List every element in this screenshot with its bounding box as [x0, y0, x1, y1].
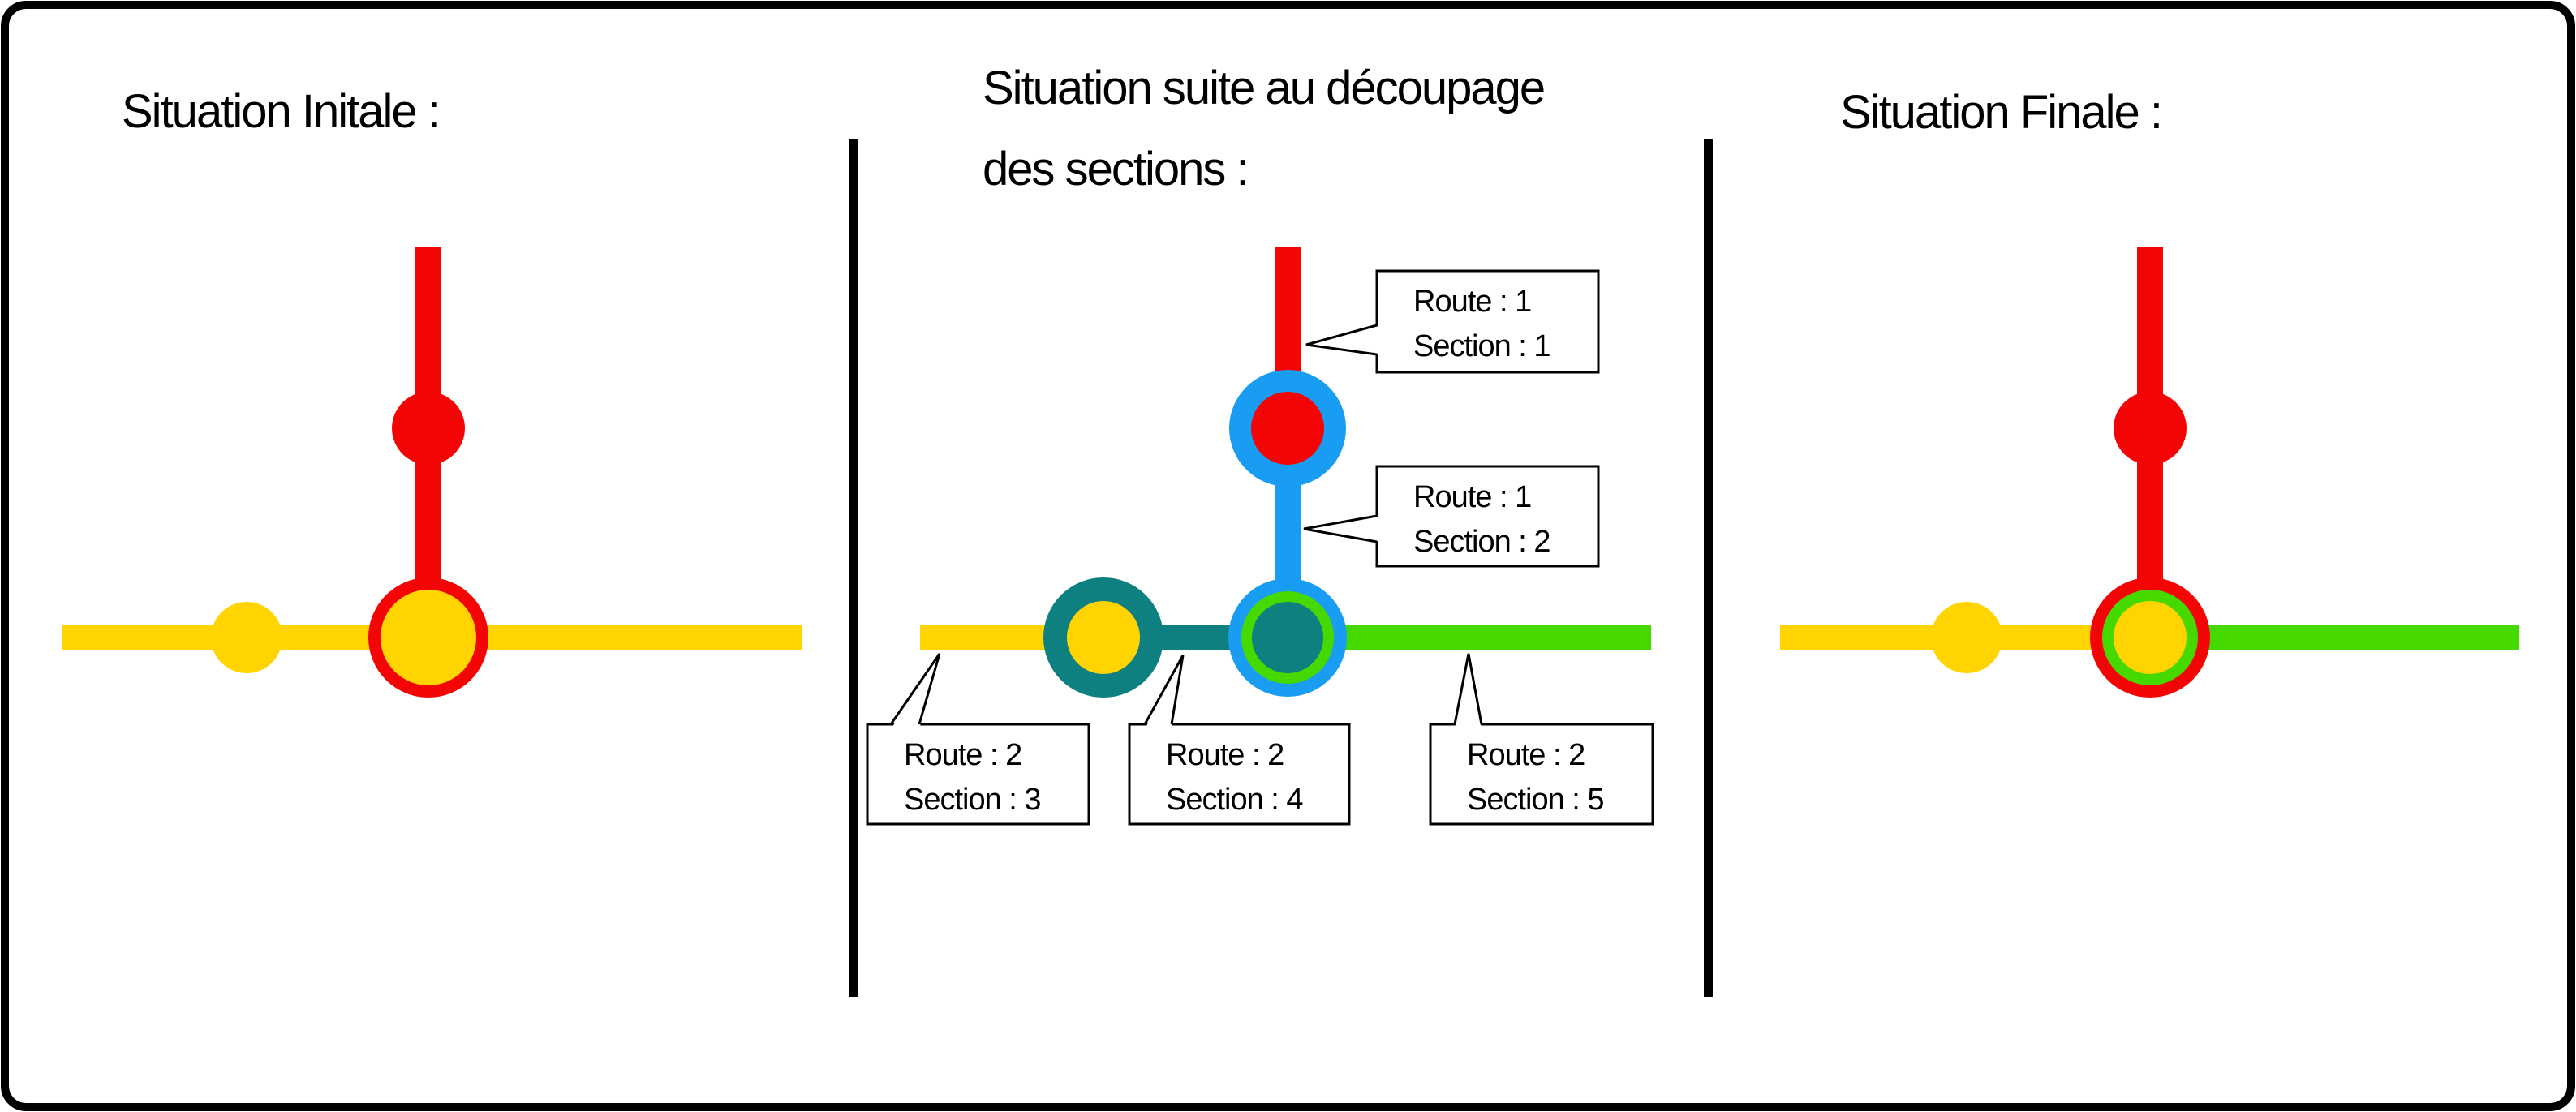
decoupage-section5-road: [1288, 625, 1651, 650]
initial-red-node: [392, 392, 465, 465]
final-junction-core: [2114, 601, 2187, 674]
title-decoupage-line2: des sections :: [983, 143, 1248, 195]
callout-route-label: Route : 1: [1413, 285, 1531, 319]
callout-section-label: Section : 3: [904, 783, 1041, 817]
callout-route1-section1: Route : 1 Section : 1: [1305, 269, 1600, 374]
callout-route2-section5: Route : 2 Section : 5: [1429, 653, 1654, 826]
callout-tail-outline: [1143, 655, 1185, 725]
final-red-node: [2114, 392, 2187, 465]
callout-section-label: Section : 2: [1413, 525, 1550, 559]
title-final: Situation Finale :: [1840, 86, 2161, 139]
callout-tail-outline: [1453, 653, 1483, 725]
callout-tail-outline: [1303, 514, 1378, 543]
panel-divider-right: [1704, 139, 1713, 997]
callout-tail: [1304, 516, 1382, 542]
decoupage-junction-core: [1252, 602, 1323, 673]
callout-box: [1128, 723, 1351, 826]
callout-route-label: Route : 2: [1467, 738, 1585, 772]
callout-tail-outline: [889, 653, 941, 725]
callout-box: [866, 723, 1090, 826]
title-decoupage-line1: Situation suite au découpage: [983, 62, 1544, 114]
callout-route2-section3: Route : 2 Section : 3: [866, 653, 1090, 826]
callout-route-label: Route : 2: [1166, 738, 1284, 772]
callout-route-label: Route : 2: [904, 738, 1021, 772]
callout-tail-outline: [1305, 324, 1378, 356]
initial-junction-core: [381, 590, 476, 685]
title-initial: Situation Initale :: [122, 85, 439, 138]
callout-section-label: Section : 1: [1413, 329, 1550, 363]
final-yellow-node: [1931, 602, 2002, 673]
callout-box: [1375, 269, 1600, 374]
panel-divider-left: [849, 139, 858, 997]
callout-route2-section4: Route : 2 Section : 4: [1128, 655, 1351, 826]
initial-yellow-node: [211, 602, 282, 673]
callout-section-label: Section : 4: [1166, 783, 1303, 817]
callout-box: [1429, 723, 1654, 826]
decoupage-red-node-core: [1251, 392, 1324, 465]
decoupage-yellow-node-core: [1067, 601, 1140, 674]
callout-route1-section2: Route : 1 Section : 2: [1303, 465, 1600, 568]
final-green-road: [2150, 625, 2519, 650]
callout-route-label: Route : 1: [1413, 480, 1531, 514]
callout-tail: [1455, 654, 1482, 729]
callout-section-label: Section : 5: [1467, 783, 1604, 817]
callout-box: [1375, 465, 1600, 568]
